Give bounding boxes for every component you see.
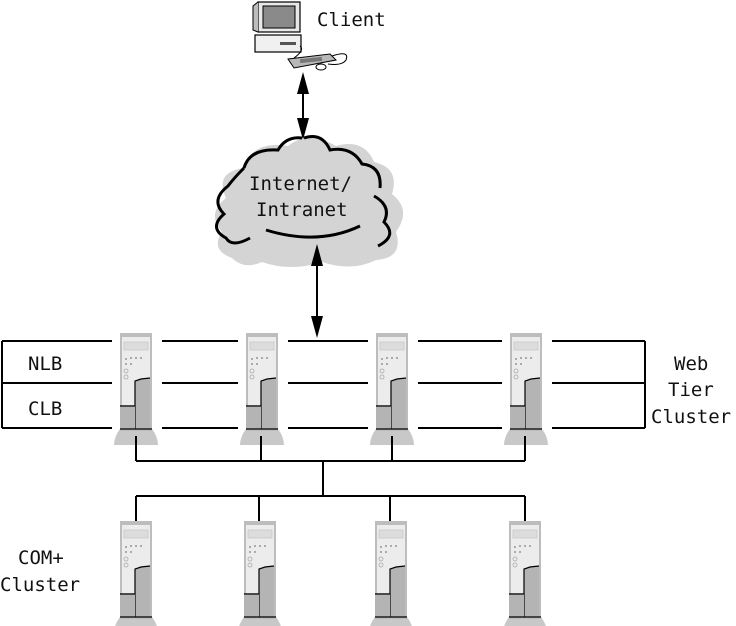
tier-bus-connection <box>135 436 526 522</box>
com-server-3 <box>368 520 414 626</box>
clb-label: CLB <box>28 398 62 420</box>
network-webtier-arrow <box>311 244 323 338</box>
client-label: Client <box>317 9 386 31</box>
web-tier-label-line1: Web <box>674 353 708 375</box>
web-server-4 <box>502 331 552 446</box>
network-label-line2: Intranet <box>256 199 348 221</box>
com-server-1 <box>113 520 159 626</box>
com-server-2 <box>237 520 283 626</box>
com-cluster-label-line2: Cluster <box>0 574 80 596</box>
desktop-computer-icon <box>252 1 348 71</box>
web-server-1 <box>112 331 162 446</box>
client-network-arrow <box>297 72 309 140</box>
cloud-icon <box>214 135 404 267</box>
web-tier-label-line3: Cluster <box>651 406 731 428</box>
web-server-3 <box>368 331 418 446</box>
web-tier-label-line2: Tier <box>668 379 714 401</box>
com-server-4 <box>502 520 548 626</box>
nlb-label: NLB <box>28 353 62 375</box>
web-server-2 <box>238 331 288 446</box>
com-cluster-label-line1: COM+ <box>18 547 64 569</box>
network-label-line1: Internet/ <box>249 173 352 195</box>
